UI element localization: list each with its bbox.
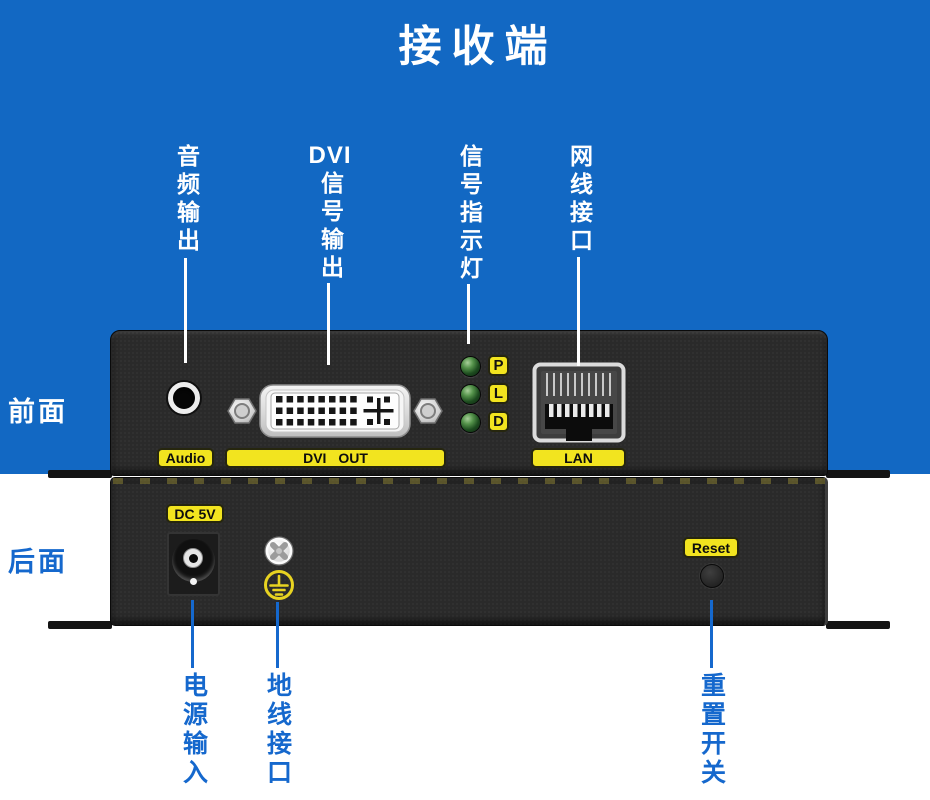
front-panel-right-ear	[826, 470, 890, 478]
front-panel-left-ear	[48, 470, 112, 478]
callout-ground-port: 地线接口	[263, 672, 292, 788]
back-side-label: 后面	[8, 547, 68, 577]
dc-jack-pin-ring	[183, 548, 203, 568]
callout-line-signal	[467, 284, 470, 344]
reset-button	[700, 564, 724, 588]
led-label-p: P	[488, 355, 509, 376]
ground-terminal-icon	[264, 536, 294, 600]
callout-dvi-prefix: DVI	[308, 142, 352, 169]
power-led-icon	[460, 356, 481, 377]
led-label-l: L	[488, 383, 509, 404]
dc-jack-marker-dot	[190, 578, 197, 585]
callout-dvi-output-text: 信号输出	[317, 171, 344, 283]
back-panel-top-vents	[113, 478, 825, 484]
rj45-port-icon	[532, 362, 626, 443]
audio-jack	[168, 382, 200, 414]
dc-jack-pin-hole	[188, 553, 198, 563]
front-panel: Audio	[110, 330, 828, 476]
link-led-icon	[460, 384, 481, 405]
callout-signal-leds: 信号指示灯	[453, 144, 485, 284]
back-panel-right-ear	[826, 621, 890, 629]
callout-line-lan	[577, 257, 580, 366]
back-panel-left-ear	[48, 621, 112, 629]
reset-label: Reset	[683, 537, 739, 558]
dvi-out-label: DVI OUT	[225, 448, 446, 468]
callout-audio-output-text: 音频输出	[173, 144, 200, 256]
callout-audio-output: 音频输出	[170, 144, 202, 256]
callout-lan-port-text: 网线接口	[566, 144, 593, 256]
callout-signal-leds-text: 信号指示灯	[456, 144, 483, 284]
data-led-icon	[460, 412, 481, 433]
dc5v-label: DC 5V	[166, 504, 224, 523]
led-label-d: D	[488, 411, 509, 432]
callout-reset-switch: 重置开关	[697, 672, 726, 788]
callout-line-ground	[276, 602, 279, 668]
callout-reset-switch-text: 重置开关	[697, 672, 726, 788]
audio-label: Audio	[157, 448, 214, 468]
callout-line-power	[191, 600, 194, 668]
lan-label: LAN	[531, 448, 626, 468]
callout-ground-port-text: 地线接口	[263, 672, 292, 788]
dc-power-jack	[167, 532, 220, 596]
front-side-label: 前面	[8, 397, 68, 427]
callout-lan-port: 网线接口	[563, 144, 595, 256]
callout-line-audio	[184, 258, 187, 363]
page-title: 接收端	[398, 23, 558, 71]
callout-dvi-output: DVI 信号输出	[304, 142, 356, 284]
callout-power-input-text: 电源输入	[179, 672, 208, 788]
dvi-port-icon	[227, 384, 443, 438]
callout-line-reset	[710, 600, 713, 668]
callout-power-input: 电源输入	[179, 672, 208, 788]
back-panel: DC 5V	[110, 477, 828, 626]
callout-line-dvi	[327, 283, 330, 365]
